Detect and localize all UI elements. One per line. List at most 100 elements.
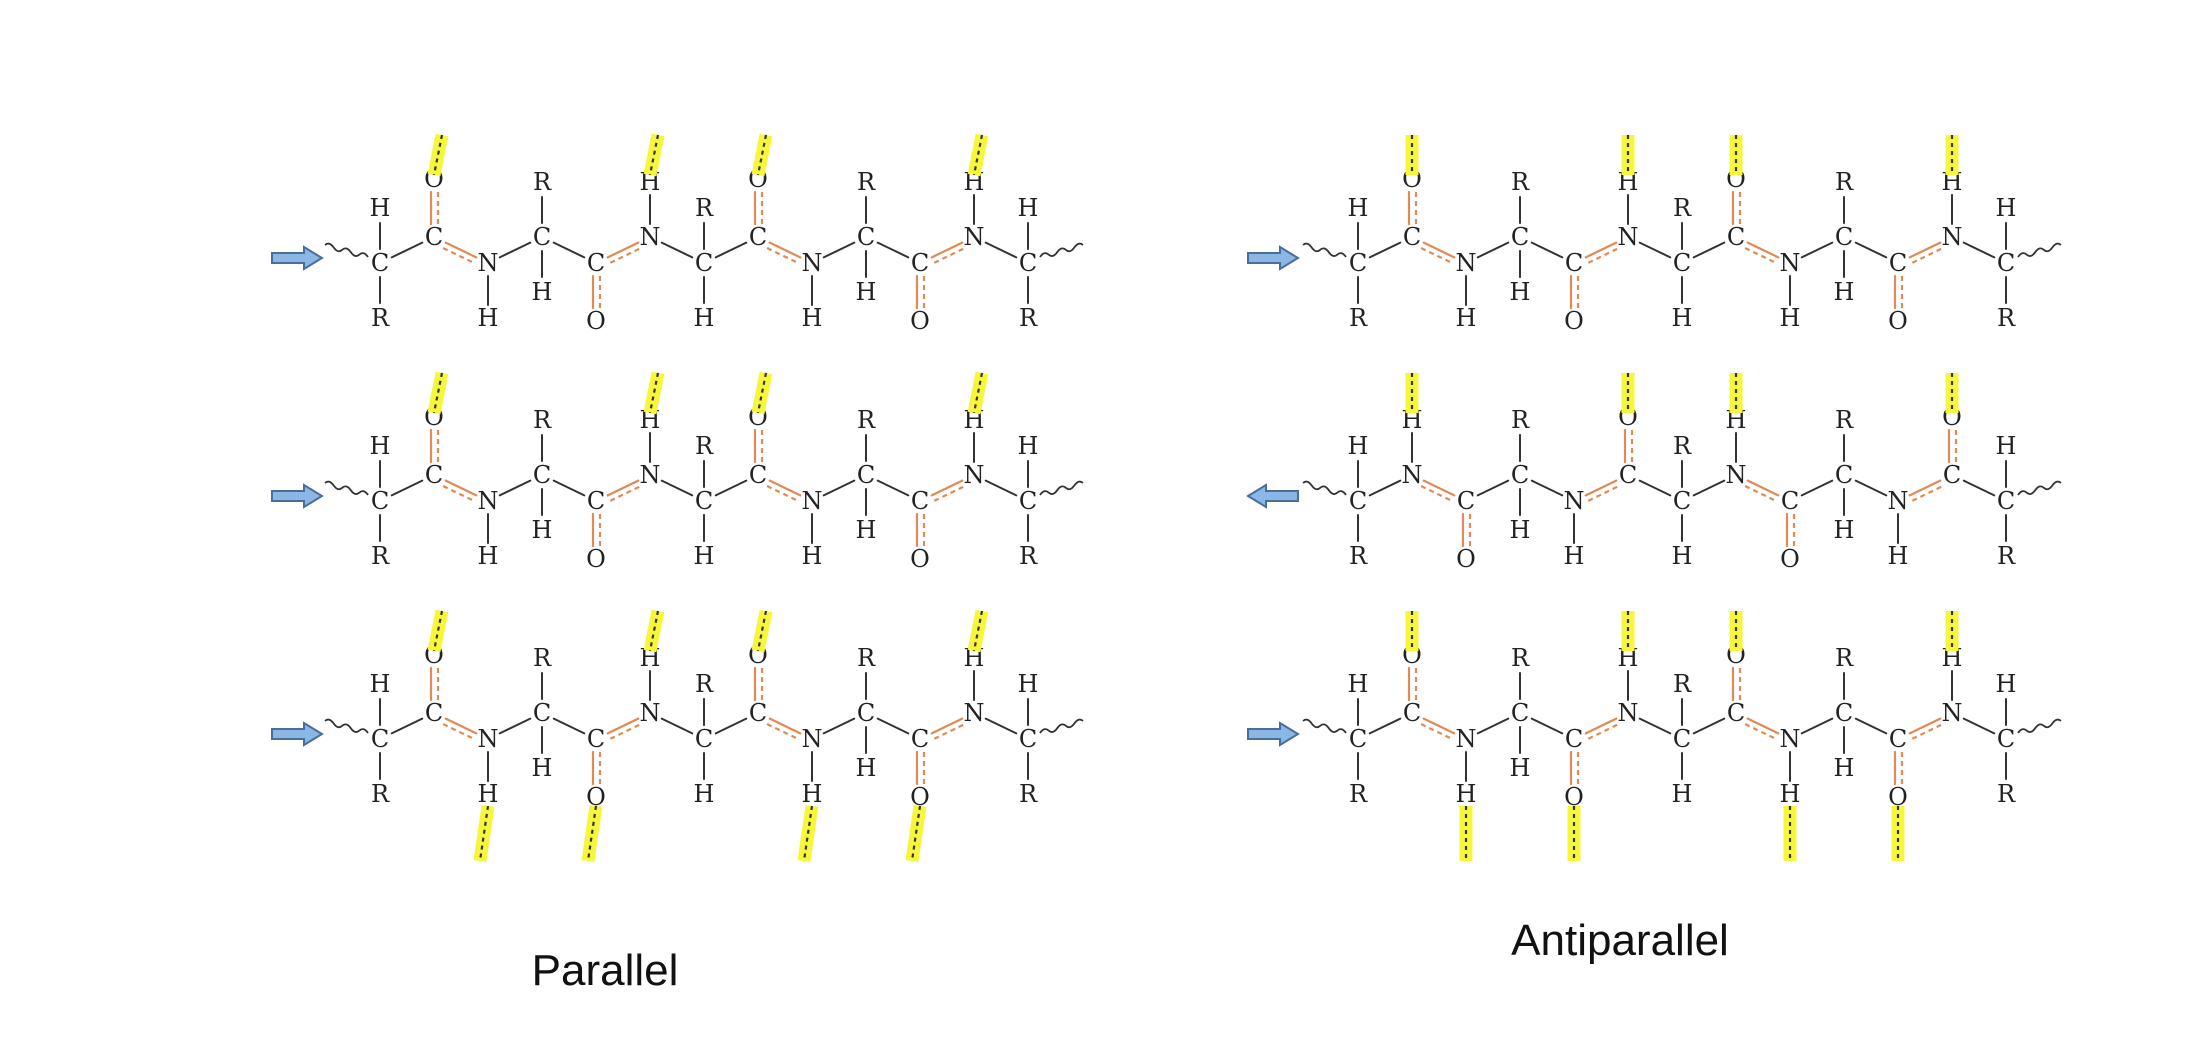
- alpha-hydrogen: H: [1672, 542, 1693, 570]
- hydrogen-bond-line: [648, 134, 660, 176]
- alpha-carbon: C: [371, 725, 389, 753]
- amide-nitrogen: N: [478, 249, 499, 277]
- antiparallel-sheet-panel: CHRCONHCRHCONHCRHCONHCRHCONHCHRCHRNHCOCR…: [1246, 135, 2062, 861]
- side-chain-r: R: [1835, 406, 1854, 434]
- hydrogen-bond-line: [756, 134, 768, 176]
- peptide-bond: [930, 241, 964, 259]
- peptide-bond: [1422, 241, 1456, 259]
- peptide-bond: [1422, 717, 1456, 735]
- backbone-bond: [1368, 717, 1402, 735]
- amide-hydrogen: H: [802, 304, 823, 332]
- backbone-bond: [984, 241, 1018, 259]
- backbone-bond: [714, 717, 748, 735]
- side-chain-r: R: [695, 194, 714, 222]
- alpha-carbon: C: [533, 461, 551, 489]
- hydrogen-bond-line: [802, 805, 814, 862]
- carbonyl-oxygen: O: [910, 307, 930, 335]
- side-chain-r: R: [371, 780, 390, 808]
- hydrogen-bond-line: [756, 372, 768, 414]
- amide-nitrogen: N: [802, 249, 823, 277]
- backbone-bond: [1692, 241, 1726, 259]
- peptide-partial-bond: [609, 723, 642, 740]
- peptide-bond: [1422, 479, 1456, 497]
- wavy-line-icon: [1039, 480, 1084, 496]
- amide-hydrogen: H: [1780, 304, 1801, 332]
- side-chain-r: R: [1019, 780, 1038, 808]
- carbonyl-carbon: C: [1403, 699, 1421, 727]
- alpha-carbon: C: [371, 249, 389, 277]
- carbonyl-oxygen: O: [586, 783, 606, 811]
- peptide-bond: [444, 717, 478, 735]
- backbone-bond: [822, 717, 856, 735]
- carbonyl-carbon: C: [749, 223, 767, 251]
- side-chain-r: R: [857, 406, 876, 434]
- peptide-partial-bond: [1420, 247, 1453, 264]
- backbone-bond: [1530, 479, 1564, 497]
- backbone-bond: [1962, 479, 1996, 497]
- alpha-hydrogen: H: [532, 516, 553, 544]
- alpha-carbon: C: [1511, 699, 1529, 727]
- alpha-carbon: C: [533, 223, 551, 251]
- carbonyl-carbon: C: [1889, 249, 1907, 277]
- carbonyl-oxygen: O: [1564, 783, 1584, 811]
- block-arrow-icon: [1246, 483, 1299, 509]
- carbonyl-carbon: C: [587, 249, 605, 277]
- antiparallel-caption: Antiparallel: [1511, 916, 1729, 965]
- block-arrow-icon: [271, 483, 324, 509]
- backbone-bond: [876, 241, 910, 259]
- amide-nitrogen: N: [1456, 249, 1477, 277]
- peptide-partial-bond: [933, 247, 966, 264]
- side-chain-r: R: [1511, 406, 1530, 434]
- peptide-partial-bond: [1587, 485, 1620, 502]
- peptide-bond: [768, 479, 802, 497]
- amide-hydrogen: H: [478, 780, 499, 808]
- backbone-bond: [660, 479, 694, 497]
- amide-nitrogen: N: [802, 725, 823, 753]
- alpha-hydrogen: H: [1018, 670, 1039, 698]
- backbone-bond: [660, 241, 694, 259]
- backbone-bond: [1530, 241, 1564, 259]
- amide-nitrogen: N: [964, 223, 985, 251]
- side-chain-r: R: [1997, 780, 2016, 808]
- peptide-bond: [768, 241, 802, 259]
- hydrogen-bond-line: [432, 372, 444, 414]
- carbonyl-oxygen: O: [910, 545, 930, 573]
- carbonyl-carbon: C: [1565, 725, 1583, 753]
- side-chain-r: R: [1511, 644, 1530, 672]
- hydrogen-bond: [967, 133, 989, 177]
- wavy-line-icon: [324, 480, 369, 496]
- amide-hydrogen: H: [1456, 304, 1477, 332]
- amide-nitrogen: N: [1780, 725, 1801, 753]
- alpha-carbon: C: [371, 487, 389, 515]
- amide-hydrogen: H: [1780, 780, 1801, 808]
- alpha-hydrogen: H: [694, 780, 715, 808]
- hydrogen-bond: [427, 609, 449, 653]
- peptide-partial-bond: [609, 485, 642, 502]
- hydrogen-bond: [643, 609, 665, 653]
- carbonyl-oxygen: O: [910, 783, 930, 811]
- amide-nitrogen: N: [478, 725, 499, 753]
- alpha-carbon: C: [857, 223, 875, 251]
- alpha-hydrogen: H: [1996, 432, 2017, 460]
- hydrogen-bond-line: [972, 372, 984, 414]
- backbone-bond: [822, 241, 856, 259]
- backbone-bond: [984, 479, 1018, 497]
- alpha-hydrogen: H: [1834, 754, 1855, 782]
- side-chain-r: R: [857, 644, 876, 672]
- peptide-bond: [1746, 479, 1780, 497]
- wavy-line-icon: [1039, 718, 1084, 734]
- hydrogen-bond-line: [432, 134, 444, 176]
- block-arrow-icon: [271, 245, 324, 271]
- wavy-line-icon: [1039, 242, 1084, 258]
- wavy-line-icon: [2017, 242, 2062, 258]
- alpha-hydrogen: H: [532, 754, 553, 782]
- peptide-partial-bond: [933, 723, 966, 740]
- amide-nitrogen: N: [1618, 223, 1639, 251]
- amide-nitrogen: N: [802, 487, 823, 515]
- side-chain-r: R: [1673, 194, 1692, 222]
- peptide-partial-bond: [1420, 485, 1453, 502]
- peptide-partial-bond: [442, 723, 475, 740]
- alpha-carbon: C: [857, 461, 875, 489]
